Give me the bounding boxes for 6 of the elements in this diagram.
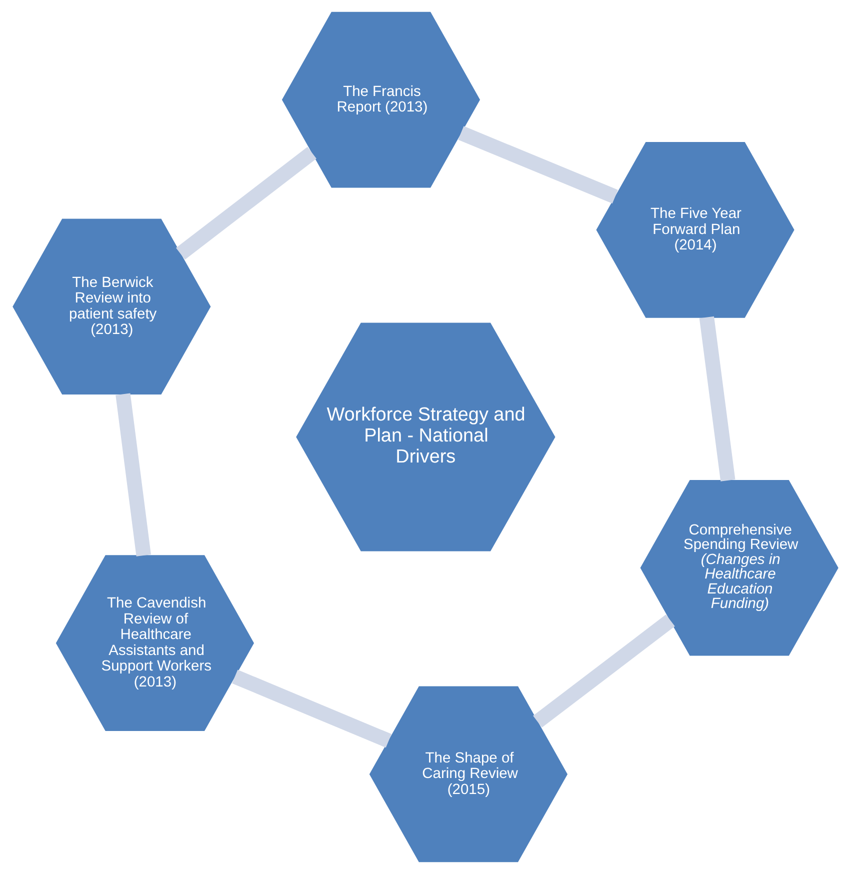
connector: [232, 670, 392, 748]
connector: [115, 393, 150, 556]
connector: [698, 316, 735, 482]
connector: [532, 614, 674, 728]
connector: [458, 126, 618, 204]
connector: [176, 146, 316, 260]
